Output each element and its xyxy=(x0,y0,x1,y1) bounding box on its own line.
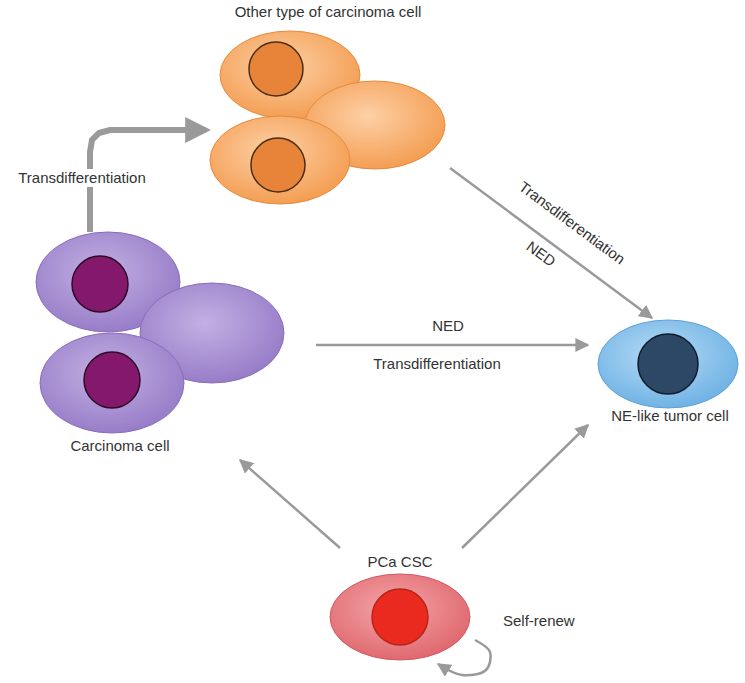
cell-nucleus xyxy=(249,42,303,96)
cell-nucleus xyxy=(84,352,140,408)
arrow-connector xyxy=(450,168,652,318)
cell-label: Carcinoma cell xyxy=(70,437,169,455)
edge-label: Self-renew xyxy=(500,612,578,630)
cell-node: Carcinoma cell xyxy=(36,232,286,456)
cell-node: PCa CSC xyxy=(325,552,475,662)
cell-illustration xyxy=(206,2,450,206)
cell-node: Other type of carcinoma cell xyxy=(206,2,450,206)
cell-body xyxy=(40,333,184,433)
cell-label: Other type of carcinoma cell xyxy=(235,3,422,21)
cell-body xyxy=(598,320,738,408)
cell-illustration xyxy=(36,232,286,456)
cell-label: PCa CSC xyxy=(367,553,432,571)
cell-label: NE-like tumor cell xyxy=(611,407,729,425)
cell-nucleus xyxy=(638,334,698,394)
arrow-connector xyxy=(240,460,340,548)
edge-label: NED xyxy=(520,236,561,273)
arrow-connector xyxy=(462,425,588,548)
cell-nucleus xyxy=(72,256,128,312)
arrow-connector xyxy=(316,344,588,347)
edge-label: NED xyxy=(429,317,467,335)
cell-nucleus xyxy=(251,138,305,192)
edge-label: Transdifferentiation xyxy=(15,169,149,187)
cell-body xyxy=(330,574,470,660)
cell-nucleus xyxy=(372,589,428,645)
cell-body xyxy=(210,116,350,204)
edge-label: Transdifferentiation xyxy=(370,355,504,373)
cell-node: NE-like tumor cell xyxy=(592,318,742,428)
